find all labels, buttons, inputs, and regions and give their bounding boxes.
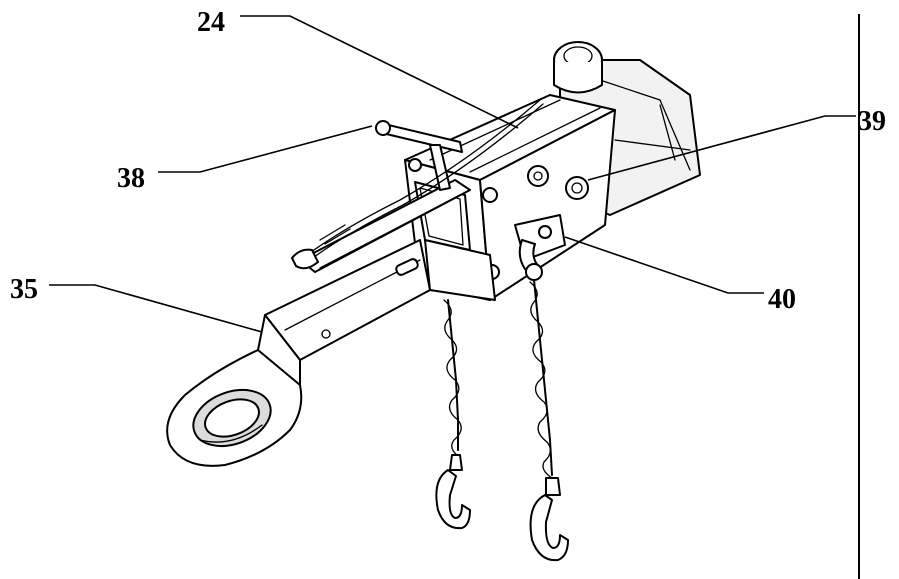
leader-line-38 — [158, 125, 373, 173]
leader-line-39 — [587, 115, 856, 181]
callout-38: 38 — [117, 125, 373, 194]
safety-chain-right — [525, 263, 569, 562]
leader-line-40 — [564, 236, 764, 294]
safety-lanyard — [291, 99, 544, 270]
lower-bracket — [424, 214, 566, 301]
safety-chain-left — [435, 299, 471, 530]
leader-line-24 — [240, 15, 519, 129]
callout-label-38: 38 — [117, 163, 145, 194]
callout-39: 39 — [587, 106, 886, 181]
lunette-eye — [166, 349, 303, 467]
leader-line-35 — [49, 284, 263, 333]
callout-24: 24 — [197, 7, 519, 129]
callout-label-24: 24 — [197, 7, 225, 38]
callout-35: 35 — [10, 274, 263, 333]
callout-label-40: 40 — [768, 284, 796, 315]
tow-bar-assembly — [166, 41, 701, 562]
callout-40: 40 — [564, 236, 796, 315]
callout-label-35: 35 — [10, 274, 38, 305]
callout-label-39: 39 — [858, 106, 886, 137]
